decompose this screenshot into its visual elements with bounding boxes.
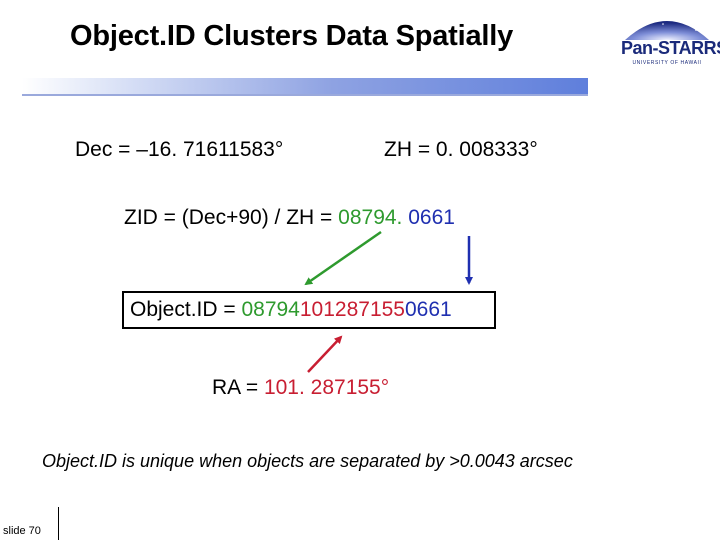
ra-value: RA = 101. 287155° xyxy=(212,376,389,400)
object-id-green-part: 08794 xyxy=(241,298,300,321)
dec-value: Dec = –16. 71611583° xyxy=(75,138,284,161)
zh-value: ZH = 0. 008333° xyxy=(384,138,538,161)
object-id-prefix: Object.ID = xyxy=(130,298,242,321)
green-arrow xyxy=(304,230,382,286)
object-id-box: Object.ID = 087941012871550661 xyxy=(122,291,496,329)
pan-starrs-logo: Pan-STARRS UNIVERSITY OF HAWAII xyxy=(620,4,720,74)
logo-starfield-graphic xyxy=(625,12,709,40)
zid-prefix: ZID = (Dec+90) / ZH = xyxy=(124,206,339,229)
title-underline-bar xyxy=(22,78,588,96)
uniqueness-note: Object.ID is unique when objects are sep… xyxy=(42,451,573,471)
footer-divider xyxy=(58,507,59,540)
object-id-blue-part: 0661 xyxy=(405,298,452,321)
red-arrow xyxy=(307,335,343,373)
zid-blue-part: 0661 xyxy=(402,206,455,229)
slide-number: slide 70 xyxy=(3,525,41,537)
logo-subtitle: UNIVERSITY OF HAWAII xyxy=(632,60,702,66)
object-id-red-part: 101287155 xyxy=(299,298,405,321)
zid-green-part: 08794. xyxy=(338,206,403,229)
ra-prefix: RA = xyxy=(212,376,264,399)
ra-red-part: 101. 287155° xyxy=(263,376,390,399)
zid-formula: ZID = (Dec+90) / ZH = 08794. 0661 xyxy=(124,206,455,230)
slide-title: Object.ID Clusters Data Spatially xyxy=(70,20,514,52)
logo-wordmark: Pan-STARRS xyxy=(621,38,720,58)
